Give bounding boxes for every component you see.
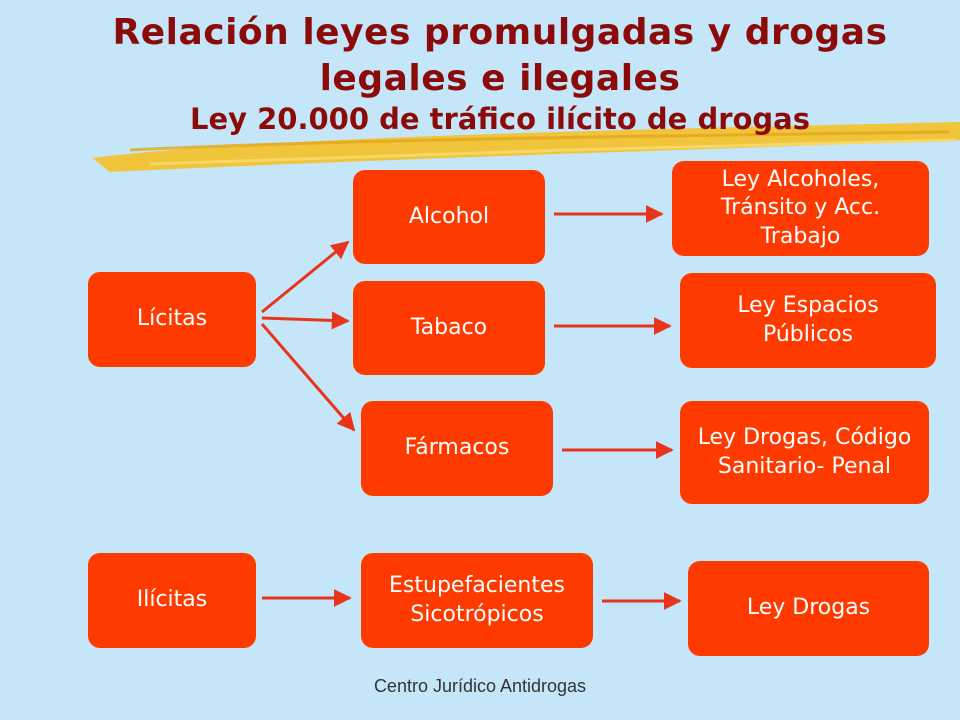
subtitle: Ley 20.000 de tráfico ilícito de drogas: [189, 102, 811, 136]
yellow-brush-stroke: [92, 122, 960, 172]
arrow-licitas-tabaco: [261, 311, 350, 330]
node-estupefacientes: Estupefacientes Sicotrópicos: [361, 553, 593, 648]
arrow-licitas-alcohol: [261, 240, 350, 314]
node-ilicitas: Ilícitas: [88, 553, 256, 648]
title-line-1: Relación leyes promulgadas y drogas: [112, 12, 888, 53]
node-farmacos: Fármacos: [361, 401, 553, 496]
node-ley-espacios: Ley Espacios Públicos: [680, 273, 936, 368]
arrow-licitas-farmacos: [260, 323, 356, 432]
title-line-2: legales e ilegales: [319, 58, 681, 99]
node-licitas: Lícitas: [88, 272, 256, 367]
footer-text: Centro Jurídico Antidrogas: [373, 676, 587, 696]
node-tabaco: Tabaco: [353, 281, 545, 375]
node-alcohol: Alcohol: [353, 170, 545, 264]
node-ley-alcoholes: Ley Alcoholes, Tránsito y Acc. Trabajo: [672, 161, 929, 256]
node-ley-drogas-codigo: Ley Drogas, Código Sanitario- Penal: [680, 401, 929, 504]
node-ley-drogas: Ley Drogas: [688, 561, 929, 656]
